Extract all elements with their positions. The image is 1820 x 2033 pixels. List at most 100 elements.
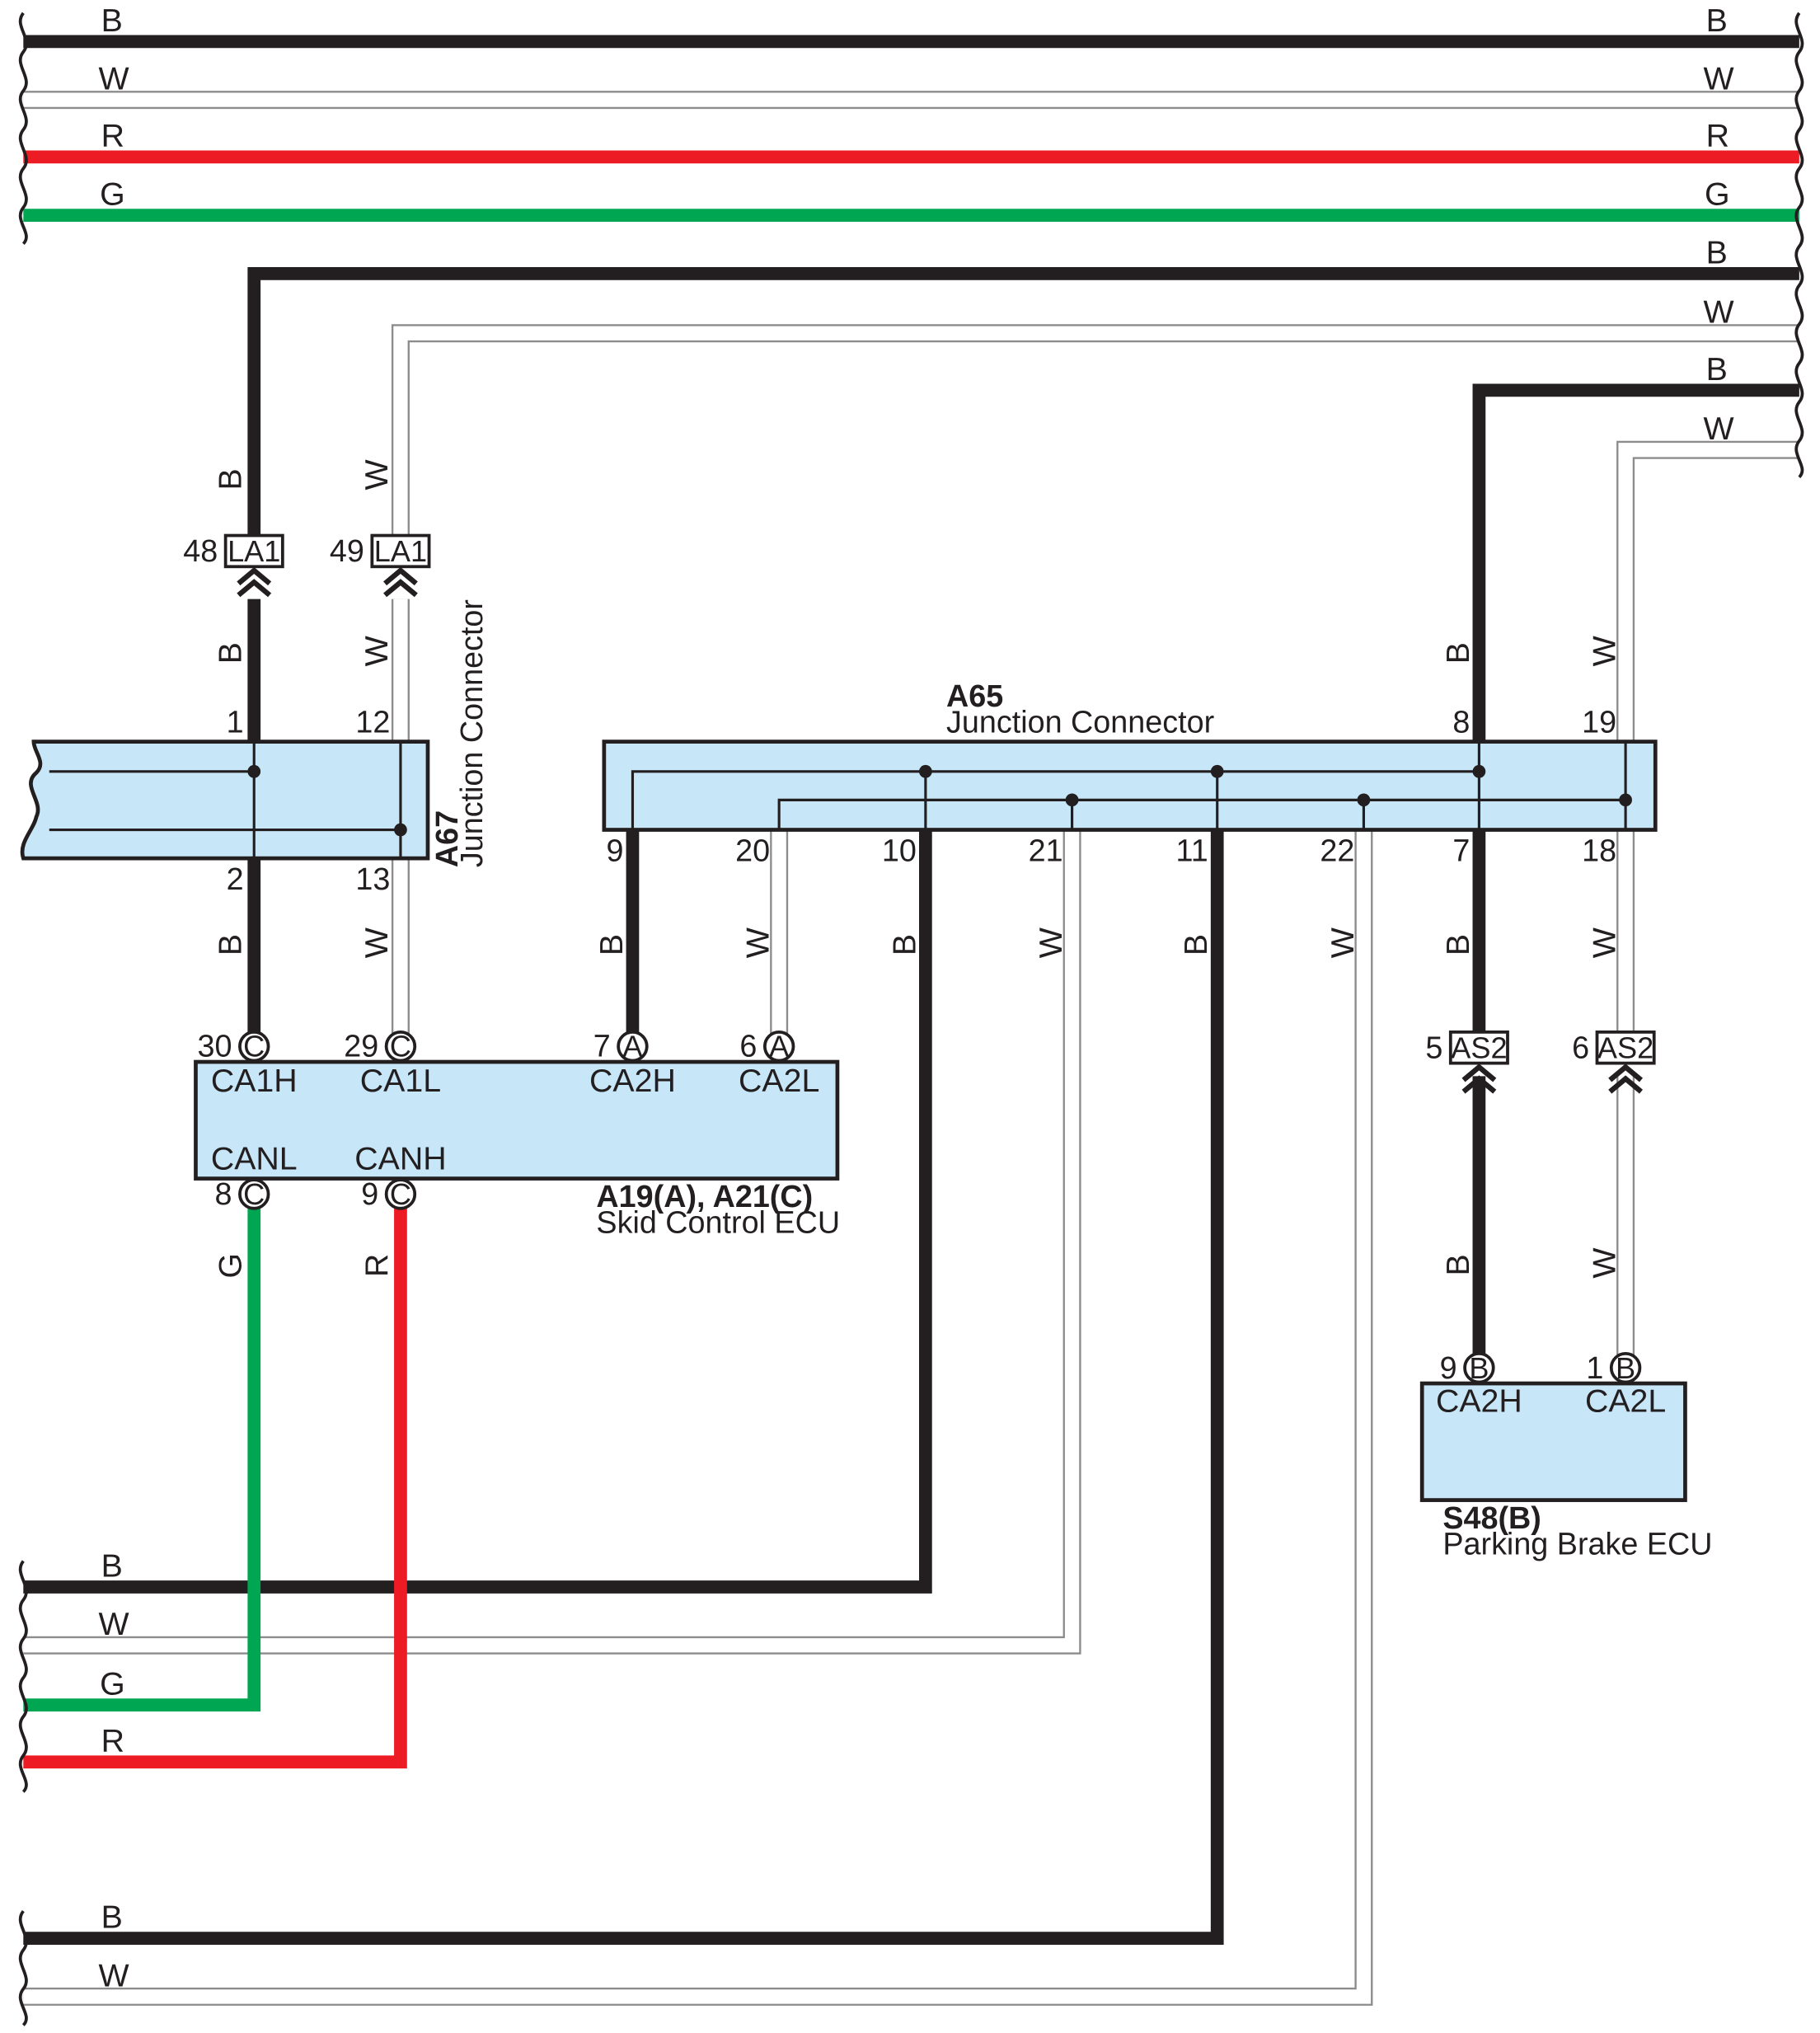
a67-pin-12: 12 [355,705,390,739]
a65-pin11-b-wire [23,829,1224,1946]
right-break-top-icon [1794,12,1804,479]
a65-pin20-label: W [740,927,776,958]
skid-can-harness [23,1207,407,1769]
lower-g-label: G [100,1665,125,1702]
a67-b-lower-label: B [213,934,249,955]
skid-pin-30: 30 [198,1029,232,1063]
a65-junction-connector [602,739,1658,832]
parking-conn-1: B [1616,1351,1635,1385]
parking-pin-1: 1 [1586,1350,1603,1385]
a67-to-skid-harness [247,858,410,1034]
skid-ecu-body [194,1059,840,1181]
skid-pin-7: 7 [593,1029,611,1063]
a65-pin11-label: B [1178,934,1214,955]
skid-conn-29: C [390,1030,411,1063]
a67-junction-connector [20,739,430,861]
skid-canl-g-wire [23,1207,261,1711]
skid-term-ca2l: CA2L [739,1063,819,1099]
a65-pin22-w-wire [23,829,1373,2006]
la1-code-49: LA1 [374,534,427,568]
a67-pin-13: 13 [355,862,390,896]
left-break-bottom-icon [18,1909,28,2026]
skid-canl-wire-label: G [213,1253,249,1279]
parking-ecu-body [1419,1381,1687,1502]
a65-pin-22: 22 [1320,833,1354,867]
a65-pin7-label: B [1440,934,1476,955]
as2-b-lower-label: B [1440,1254,1476,1275]
a65-lower-left-harness [23,829,1081,1655]
parking-ecu-name: Parking Brake ECU [1442,1527,1712,1561]
top-g-label-left: G [100,176,125,213]
as2-pin-5: 5 [1425,1030,1442,1064]
a65-pin18-label: W [1587,927,1623,958]
skid-ecu-name: Skid Control ECU [596,1205,840,1240]
la1-pin-49: 49 [330,533,364,568]
a65-b-upper-wire [1472,383,1799,742]
a65-pin-18: 18 [1582,833,1616,867]
la1-b-lower-label: B [213,642,249,664]
parking-pin-9: 9 [1440,1350,1457,1385]
skid-conn-7: A [622,1030,643,1063]
skid-canh-terminal [384,1178,417,1210]
connector-chevron-icon [1608,1063,1643,1094]
a65-pin-19: 19 [1582,705,1616,739]
skid-ecu-labels: 30 29 7 6 8 9 C C A A C C CA1H CA1L CA2H… [198,1029,841,1240]
top-r-label-left: R [101,118,124,154]
parking-ca2l-terminal [1609,1352,1642,1384]
parking-term-ca2h: CA2H [1436,1383,1522,1420]
connector-chevron-icon [383,566,418,598]
a65-bus-w [777,798,1626,830]
a65-pin21-label: W [1033,927,1069,958]
a67-pin-1: 1 [227,705,244,739]
skid-term-ca1l: CA1L [360,1063,441,1099]
skid-pin-9: 9 [361,1176,378,1211]
connector-as2-pin6 [1595,1030,1656,1094]
skid-conn-6: A [769,1030,790,1063]
skid-term-ca1h: CA1H [211,1063,298,1099]
a65-upper-harness [1472,383,1799,742]
skid-canh-r-wire [23,1207,407,1769]
a65-bus-b [631,770,1480,830]
parking-brake-ecu [1419,1381,1687,1502]
a67-labels: 1 12 2 13 A67 Junction Connector [227,599,489,896]
a67-splice-w [394,823,407,837]
skid-pin-8: 8 [215,1176,232,1211]
top-bus [23,35,1799,222]
skid-conn-8: C [243,1177,265,1211]
bottom-b-label: B [101,1899,123,1936]
skid-canl-terminal [238,1178,270,1210]
terminal-circles [238,1030,1642,1384]
top-b-label-right: B [1706,2,1728,39]
a65-w-right-label: W [1703,411,1733,447]
a65-to-skid-harness [626,829,789,1034]
as2-code-6: AS2 [1597,1031,1653,1064]
a65-pin22-label: W [1325,927,1361,958]
la1-b-upper-label: B [213,468,249,490]
lower-w-label: W [99,1606,129,1642]
wire-break-marks [18,12,1804,2026]
skid-canh-wire-label: R [359,1254,395,1277]
a65-pin9-label: B [593,934,630,955]
a65-b-right-label: B [1706,351,1728,387]
bottom-w-label: W [99,1957,129,1993]
a65-splice-22 [1357,793,1371,807]
skid-ca2h-terminal [617,1030,649,1063]
connector-as2-pin5 [1448,1030,1509,1094]
a65-code: A65 [946,678,1003,713]
top-w-label-left: W [99,61,129,97]
a65-pin-21: 21 [1029,833,1063,867]
a67-splice-b [247,764,261,778]
a65-pin-11: 11 [1176,833,1208,867]
parking-ca2h-terminal [1463,1352,1495,1384]
a67-w-lower-label: W [359,927,395,958]
a67-body [20,739,430,861]
skid-pin-6: 6 [739,1029,757,1063]
a65-splice-21 [1065,793,1079,807]
skid-term-canh: CANH [354,1141,446,1177]
skid-ecu-code: A19(A), A21(C) [596,1179,813,1214]
a65-pin19-label: W [1587,636,1623,666]
connector-labels: LA1 LA1 48 49 AS2 AS2 5 6 [183,533,1653,1064]
a65-splice-11 [1210,764,1224,778]
a65-pin8-label: B [1440,642,1476,664]
